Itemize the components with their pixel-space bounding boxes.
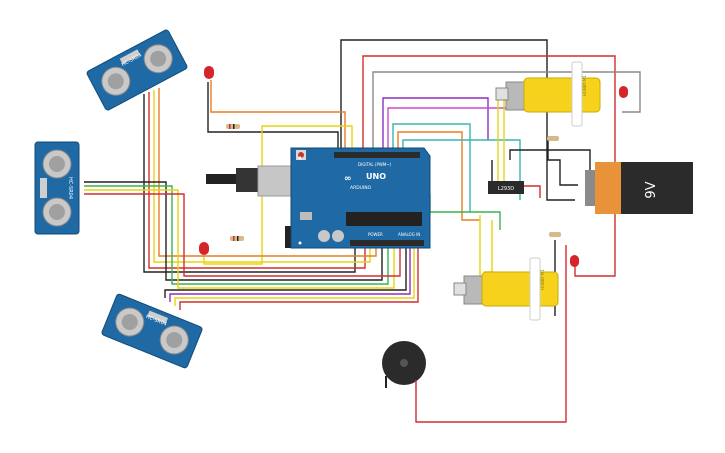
wire-green-ic xyxy=(430,211,501,230)
motor-2: HOBBY-M1 xyxy=(453,257,559,321)
sensor-board xyxy=(86,29,188,111)
board-model: UNO xyxy=(366,172,386,181)
driver-label: L293D xyxy=(498,186,514,192)
wire-s2-green xyxy=(84,185,389,285)
wire-s3-purple xyxy=(169,248,411,302)
wires xyxy=(84,39,641,423)
wire-s1-orange xyxy=(158,88,377,257)
wire-red-led2 xyxy=(574,192,616,277)
ultrasonic-sensor-1: HC-SR04 xyxy=(86,29,188,111)
ultrasonic-sensor-2: HC-SR04 xyxy=(34,141,80,235)
board-brand: ARDUINO xyxy=(350,185,372,191)
power-label: POWER xyxy=(368,232,383,237)
usb-plug xyxy=(236,168,260,192)
resistor-icon xyxy=(547,136,559,141)
wire-red-buzzer xyxy=(415,245,567,423)
led-1 xyxy=(204,66,214,79)
wire-teal-right xyxy=(402,139,521,200)
wire-red-ic xyxy=(522,185,541,198)
ultrasonic-sensor-3: HC-SR04 xyxy=(101,293,203,369)
wire-s1-yellow xyxy=(153,90,371,263)
wire-teal-mid xyxy=(392,123,471,212)
crystal xyxy=(119,49,141,65)
crystal xyxy=(40,178,47,198)
led-3 xyxy=(619,86,628,98)
motor-1: HOBBY-M1 xyxy=(495,61,601,127)
wire-orange-mid xyxy=(397,131,480,221)
power-analog-header xyxy=(350,240,424,246)
wire-s3-black xyxy=(164,248,407,298)
usb-cable xyxy=(206,174,236,184)
led-icon xyxy=(619,86,628,98)
wire-black-res xyxy=(547,140,578,186)
battery-band xyxy=(595,162,621,214)
wire-black-led xyxy=(207,82,339,150)
wire-s2-red xyxy=(84,193,401,277)
arduino-board: ∞ UNO ARDUINO DIGITAL (PWM~) POWER ANALO… xyxy=(206,147,431,249)
motor-icon xyxy=(523,77,601,113)
led-icon xyxy=(570,255,579,267)
motor-label: HOBBY-M1 xyxy=(582,75,587,96)
wire-s3-yellow xyxy=(174,248,415,306)
motor-shaft xyxy=(529,257,541,321)
sensor-label: HC-SR04 xyxy=(67,177,73,199)
wire-purple-mid xyxy=(382,97,489,150)
led-2 xyxy=(199,242,209,255)
resistor-4 xyxy=(549,232,561,237)
wire-s1-black xyxy=(143,94,356,273)
wire-yellow-motor2b xyxy=(484,220,493,273)
motor-shaft xyxy=(571,61,583,127)
resistor-icon xyxy=(549,232,561,237)
reset-button xyxy=(298,152,304,158)
led-icon xyxy=(199,242,209,255)
resistor-3 xyxy=(547,136,559,141)
capacitor xyxy=(318,230,330,242)
crystal xyxy=(147,310,169,324)
motor-icon xyxy=(481,271,559,307)
led-icon xyxy=(204,66,214,79)
wire-black-top xyxy=(340,39,575,201)
wire-black-bat xyxy=(509,149,591,170)
wire-s1-red xyxy=(148,92,366,269)
wire-s2-black xyxy=(84,181,383,281)
ic-chip-icon xyxy=(488,181,524,194)
resistor-1 xyxy=(226,124,240,129)
analog-label: ANALOG IN xyxy=(398,232,420,237)
wire-s3-red xyxy=(179,248,419,310)
wire-yellow-motor1b xyxy=(503,99,515,190)
motor-label: HOBBY-M1 xyxy=(540,269,545,290)
wire-gray-top xyxy=(372,71,641,150)
wire-orange-led xyxy=(210,80,346,150)
digital-header xyxy=(334,152,420,158)
motor-driver: L293D xyxy=(488,181,524,194)
battery: 9V xyxy=(585,162,693,214)
wire-yellow-motor2a xyxy=(474,215,481,284)
battery-label: 9V xyxy=(644,181,659,198)
led-4 xyxy=(570,255,579,267)
digital-label: DIGITAL (PWM~) xyxy=(358,162,392,167)
atmega-chip xyxy=(346,212,422,226)
capacitor xyxy=(332,230,344,242)
sensor-board xyxy=(101,293,203,369)
buzzer xyxy=(382,341,426,390)
svg-text:∞: ∞ xyxy=(344,174,352,184)
wire-s2-yellow xyxy=(84,189,395,289)
resistor-2 xyxy=(230,236,244,241)
